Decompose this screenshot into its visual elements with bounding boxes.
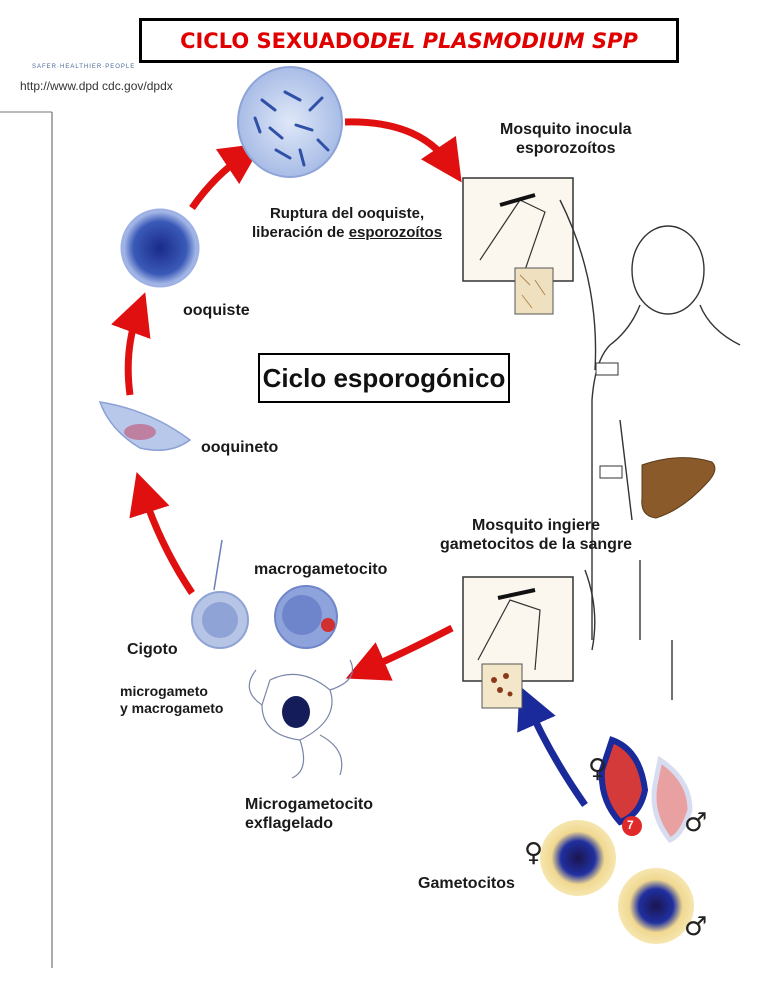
gametocyte-male-crescent [651,755,693,844]
female-symbol-bottom: ♀ [524,838,544,868]
gametocyte-female-crescent [598,736,649,826]
label-microgametocito-line1: Microgametocito [245,796,374,813]
label-cigoto: Cigoto [127,641,178,658]
zygote-illustration [191,539,249,649]
arrow-ookinete-to-oocyst [111,292,151,396]
center-label-box: Ciclo esporogónico [258,353,510,403]
gametocyte-male-round [618,868,694,944]
label-mosquito-ingiere-line1: Mosquito ingiere [472,517,601,534]
ruptured-oocyst-illustration [237,66,343,178]
gametocyte-female-round [540,820,616,896]
female-symbol-top: ♀ [588,754,608,784]
label-ooquiste: ooquiste [183,302,250,319]
macrogametocyte-illustration [274,585,338,649]
arrow-zygote-to-ookinete [129,472,195,595]
skin-marker-bottom [599,465,623,479]
male-symbol-bottom: ♂ [684,912,708,942]
stage-badge [622,816,642,836]
arrow-oocyst-to-rupture [189,143,263,211]
label-microgametocito: Microgametocito exflagelado [245,795,373,833]
stage-badge-number: 7 [627,818,634,832]
label-ooquineto: ooquineto [201,439,279,456]
source-url: http://www.dpd cdc.gov/dpdx [20,79,173,93]
label-ruptura-line1: Ruptura del ooquiste, [269,205,425,222]
title-box: CICLO SEXUADO DEL PLASMODIUM SPP [139,18,679,63]
label-ruptura-line2: liberación de esporozoítos [252,224,443,241]
skin-marker-top [595,362,619,376]
label-microgametocito-line2: exflagelado [245,815,334,832]
mosquito-panel-top [462,177,574,315]
label-mosquito-inocula-line2: esporozoítos [515,140,616,157]
arrow-mosquito-to-microgametocyte [345,624,454,681]
ookinete-illustration [98,401,192,451]
label-micro-macro-line1: microgameto [120,683,208,699]
microgametocyte-illustration [248,659,354,779]
label-mosquito-ingiere-line2: gametocitos de la sangre [440,536,633,553]
label-macrogametocito: macrogametocito [254,561,388,578]
label-mosquito-ingiere: Mosquito ingiere gametocitos de la sangr… [440,516,632,554]
label-mosquito-inocula: Mosquito inocula esporozoítos [500,120,632,158]
label-micro-macro-line2: y macrogameto [120,700,224,716]
male-symbol-top: ♂ [684,808,708,838]
human-silhouette [559,199,741,700]
label-mosquito-inocula-line1: Mosquito inocula [500,121,632,138]
arrow-rupture-to-mosquito [344,118,462,183]
label-ruptura-underlined: esporozoítos [348,224,443,241]
title-part2: DEL PLASMODIUM SPP [370,28,638,53]
label-micro-macro: microgameto y macrogameto [120,683,223,717]
mosquito-panel-bottom [462,576,574,709]
arrow-gametocytes-to-mosquito [517,685,588,808]
source-org: SAFER·HEALTHIER·PEOPLE [32,64,136,70]
title-part1: CICLO SEXUADO [180,28,371,53]
liver-illustration [641,457,716,519]
center-label: Ciclo esporogónico [262,362,506,393]
label-ruptura: Ruptura del ooquiste, liberación de espo… [252,204,442,242]
label-gametocitos: Gametocitos [418,875,515,892]
oocyst-illustration [120,208,200,288]
